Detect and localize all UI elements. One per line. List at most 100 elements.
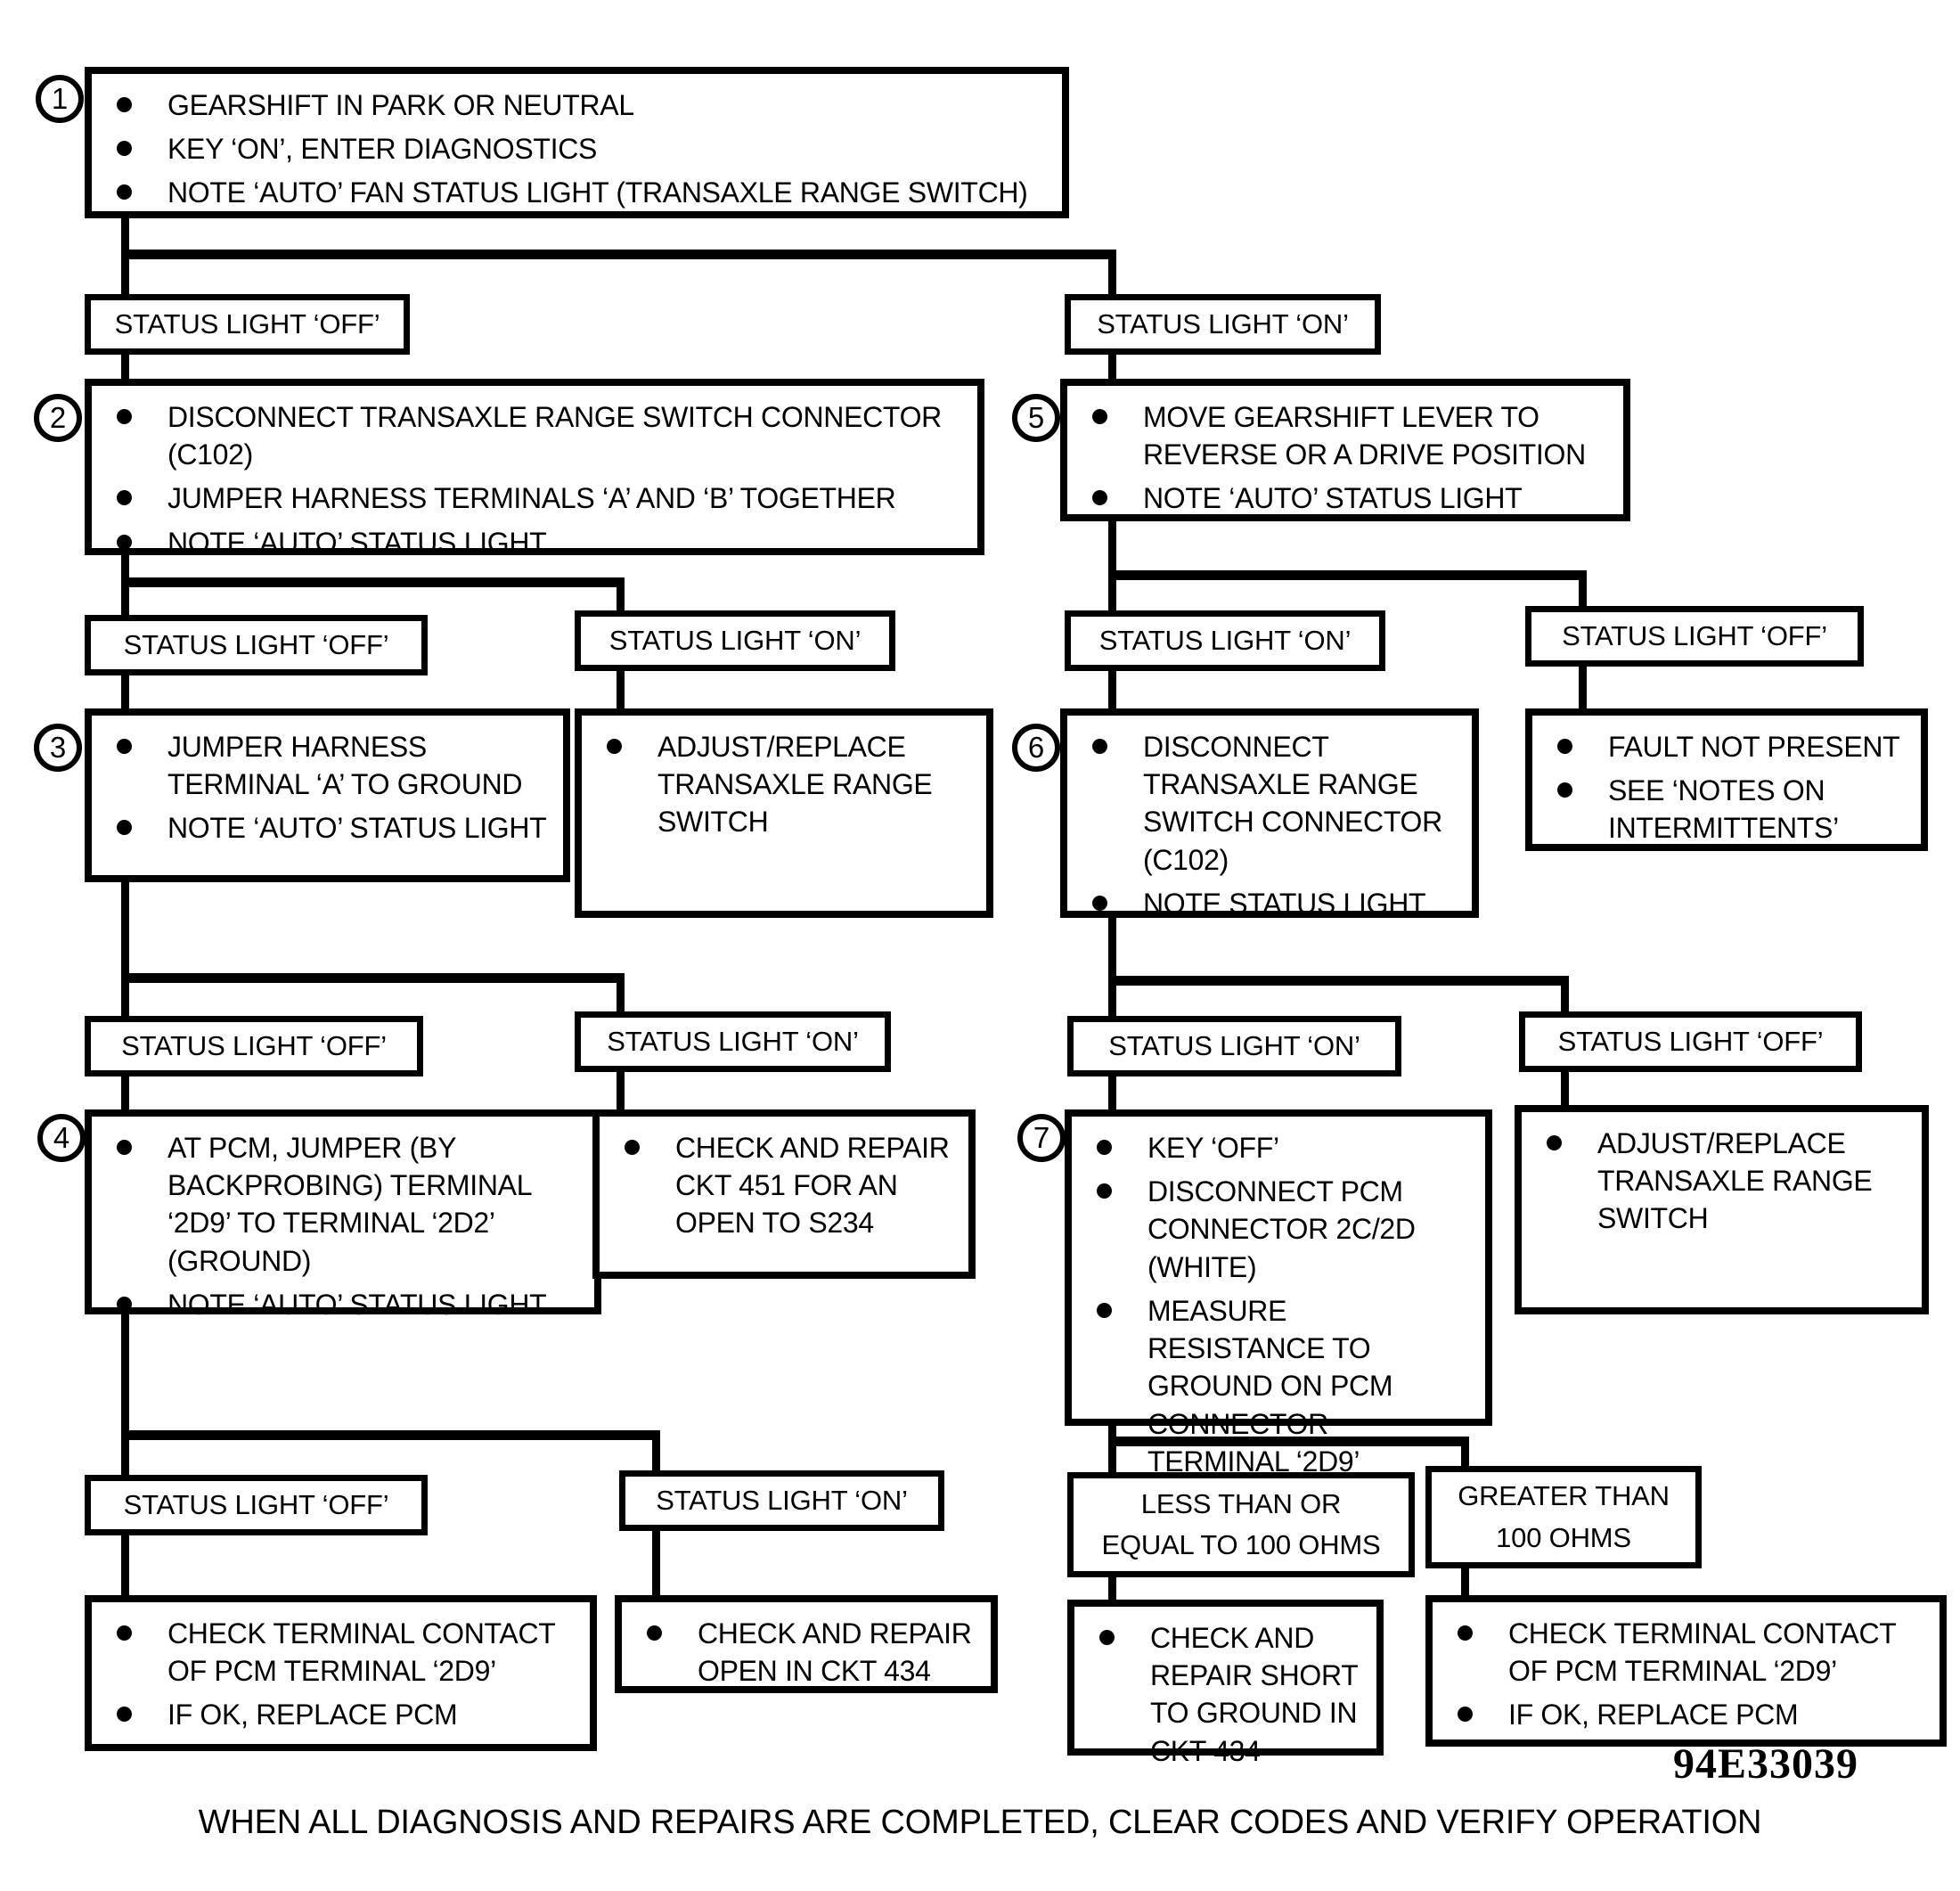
status-label-off: STATUS LIGHT ‘OFF’ [85, 615, 428, 675]
status-label-text: STATUS LIGHT ‘ON’ [656, 1484, 908, 1516]
bullet-item: CHECK AND REPAIR SHORT TO GROUND IN CKT … [1074, 1619, 1362, 1770]
bullet-item: KEY ‘OFF’ [1072, 1129, 1471, 1167]
bullet-icon [117, 97, 132, 112]
step3-text-1: JUMPER HARNESS TERMINAL ‘A’ TO GROUND [167, 731, 523, 801]
bullet-icon [117, 1707, 132, 1723]
connector-line [1561, 980, 1569, 1020]
flow-box-adjust-switch-right: ADJUST/REPLACE TRANSAXLE RANGE SWITCH [1515, 1105, 1929, 1314]
bullet-item: NOTE ‘AUTO’ FAN STATUS LIGHT (TRANSAXLE … [92, 174, 1048, 211]
bullet-icon [1092, 490, 1107, 506]
connector-line [121, 668, 129, 717]
bullet-item: DISCONNECT PCM CONNECTOR 2C/2D (WHITE) [1072, 1173, 1471, 1286]
step6-text-1: DISCONNECT TRANSAXLE RANGE SWITCH CONNEC… [1143, 731, 1442, 876]
step-number-badge-2: 2 [34, 394, 82, 442]
step5-text-2: NOTE ‘AUTO’ STATUS LIGHT [1143, 482, 1523, 515]
bullet-item: DISCONNECT TRANSAXLE RANGE SWITCH CONNEC… [1067, 728, 1458, 879]
bullet-icon [1099, 1630, 1115, 1645]
bullet-item: AT PCM, JUMPER (BY BACKPROBING) TERMINAL… [92, 1129, 580, 1280]
bullet-icon [1097, 1302, 1112, 1318]
step-number-badge-7: 7 [1017, 1114, 1066, 1162]
connector-line [1108, 1573, 1116, 1609]
bullet-item: CHECK TERMINAL CONTACT OF PCM TERMINAL ‘… [92, 1615, 576, 1690]
status-label-text: STATUS LIGHT ‘OFF’ [123, 1488, 389, 1520]
ohms-label-greater: GREATER THAN 100 OHMS [1425, 1466, 1702, 1568]
bullet-icon [117, 141, 132, 157]
adjust-right-text: ADJUST/REPLACE TRANSAXLE RANGE SWITCH [1597, 1127, 1873, 1235]
ohms-label-line: 100 OHMS [1496, 1521, 1631, 1553]
connector-line [1579, 575, 1587, 615]
status-label-text: STATUS LIGHT ‘OFF’ [1557, 1025, 1824, 1057]
status-label-on: STATUS LIGHT ‘ON’ [1067, 1016, 1401, 1076]
short-434-text: CHECK AND REPAIR SHORT TO GROUND IN CKT … [1150, 1622, 1358, 1767]
connector-line [121, 577, 625, 587]
bullet-icon [647, 1625, 662, 1641]
bullet-item: ADJUST/REPLACE TRANSAXLE RANGE SWITCH [582, 728, 972, 841]
bullet-item: NOTE ‘AUTO’ STATUS LIGHT [92, 524, 963, 561]
bullet-icon [117, 820, 132, 836]
bullet-item: NOTE ‘AUTO’ STATUS LIGHT [92, 809, 549, 847]
connector-line [1108, 1421, 1116, 1479]
status-label-text: STATUS LIGHT ‘ON’ [1108, 1029, 1360, 1061]
status-label-text: STATUS LIGHT ‘ON’ [1098, 624, 1352, 656]
ckt451-text: CHECK AND REPAIR CKT 451 FOR AN OPEN TO … [675, 1132, 950, 1240]
flow-box-step-7: KEY ‘OFF’ DISCONNECT PCM CONNECTOR 2C/2D… [1065, 1109, 1492, 1478]
connector-line [1561, 1069, 1569, 1114]
step4-text-2: NOTE ‘AUTO’ STATUS LIGHT [167, 1288, 547, 1321]
connector-line [1108, 1437, 1469, 1446]
figure-code: 94E33039 [1673, 1740, 1859, 1788]
pcm-left-text-2: IF OK, REPLACE PCM [167, 1699, 458, 1731]
connector-line [1108, 1069, 1116, 1118]
fault-text-2: SEE ‘NOTES ON INTERMITTENTS’ [1608, 774, 1839, 845]
step2-text-1: DISCONNECT TRANSAXLE RANGE SWITCH CONNEC… [167, 401, 942, 471]
connector-line [1461, 1564, 1469, 1604]
status-label-text: STATUS LIGHT ‘ON’ [608, 624, 862, 656]
status-label-on: STATUS LIGHT ‘ON’ [575, 1011, 891, 1072]
step4-text-1: AT PCM, JUMPER (BY BACKPROBING) TERMINAL… [167, 1132, 531, 1277]
status-label-on: STATUS LIGHT ‘ON’ [1065, 294, 1381, 355]
bullet-icon [117, 409, 132, 424]
connector-line [1108, 512, 1116, 619]
connector-line [1108, 976, 1569, 986]
bullet-item: IF OK, REPLACE PCM [1433, 1696, 1925, 1733]
bullet-icon [607, 739, 622, 754]
bullet-item: CHECK AND REPAIR OPEN IN CKT 434 [622, 1615, 976, 1690]
status-label-text: STATUS LIGHT ‘ON’ [1097, 307, 1349, 340]
ohms-label-less-equal: LESS THAN OR EQUAL TO 100 OHMS [1067, 1472, 1415, 1577]
connector-line [617, 976, 625, 1020]
connector-line [121, 250, 1116, 259]
connector-line [652, 1528, 660, 1604]
footer-note: WHEN ALL DIAGNOSIS AND REPAIRS ARE COMPL… [198, 1804, 1762, 1841]
connector-line [1108, 254, 1116, 303]
flow-box-step-5: MOVE GEARSHIFT LEVER TO REVERSE OR A DRI… [1060, 379, 1630, 521]
status-label-off: STATUS LIGHT ‘OFF’ [1525, 606, 1864, 667]
connector-line [121, 1310, 129, 1484]
connector-line [617, 1069, 625, 1118]
status-label-text: STATUS LIGHT ‘OFF’ [1562, 619, 1827, 651]
bullet-icon [117, 184, 132, 201]
connector-line [652, 1433, 660, 1479]
bullet-item: JUMPER HARNESS TERMINALS ‘A’ AND ‘B’ TOG… [92, 479, 963, 517]
fault-text-1: FAULT NOT PRESENT [1608, 731, 1900, 763]
bullet-icon [1557, 739, 1572, 754]
bullet-item: SEE ‘NOTES ON INTERMITTENTS’ [1532, 772, 1907, 847]
bullet-icon [117, 739, 132, 754]
step1-text-3: NOTE ‘AUTO’ FAN STATUS LIGHT (TRANSAXLE … [167, 176, 1028, 209]
flow-box-adjust-switch-left: ADJUST/REPLACE TRANSAXLE RANGE SWITCH [575, 708, 993, 918]
bullet-icon [1458, 1625, 1473, 1641]
bullet-item: NOTE ‘AUTO’ STATUS LIGHT [1067, 479, 1609, 517]
connector-line [121, 1430, 660, 1440]
bullet-item: JUMPER HARNESS TERMINAL ‘A’ TO GROUND [92, 728, 549, 803]
ohms-label-line: LESS THAN OR [1140, 1487, 1342, 1519]
connector-line [1108, 348, 1116, 388]
bullet-icon [1097, 1140, 1112, 1155]
status-label-off: STATUS LIGHT ‘OFF’ [85, 1475, 428, 1535]
bullet-icon [117, 534, 132, 550]
bullet-icon [1547, 1135, 1562, 1150]
bullet-item: MEASURE RESISTANCE TO GROUND ON PCM CONN… [1072, 1292, 1471, 1480]
flow-box-step-2: DISCONNECT TRANSAXLE RANGE SWITCH CONNEC… [85, 379, 984, 559]
connector-line [121, 878, 129, 1025]
adjust-left-text: ADJUST/REPLACE TRANSAXLE RANGE SWITCH [657, 731, 933, 839]
bullet-icon [1092, 409, 1107, 424]
bullet-icon [1557, 782, 1572, 798]
